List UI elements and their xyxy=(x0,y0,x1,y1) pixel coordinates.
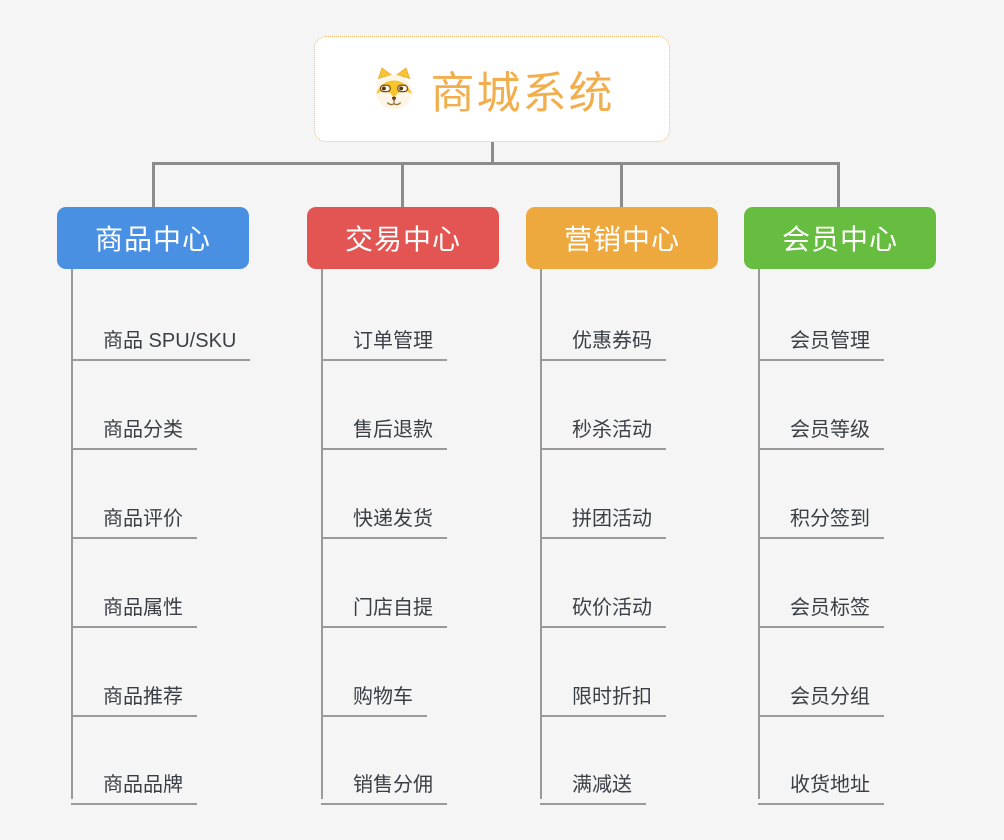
shiba-dog-icon xyxy=(375,67,412,110)
leaf-topic[interactable]: 收货地址 xyxy=(758,759,884,805)
leaf-topic[interactable]: 会员等级 xyxy=(758,404,884,450)
leaf-topic[interactable]: 门店自提 xyxy=(321,582,447,628)
branch-member-center[interactable]: 会员中心 xyxy=(744,207,936,269)
leaf-topic[interactable]: 商品属性 xyxy=(71,582,197,628)
leaf-topic[interactable]: 商品品牌 xyxy=(71,759,197,805)
branch-product-center[interactable]: 商品中心 xyxy=(57,207,249,269)
leaf-topic[interactable]: 满减送 xyxy=(540,759,646,805)
leaf-topic[interactable]: 售后退款 xyxy=(321,404,447,450)
leaf-topic[interactable]: 销售分佣 xyxy=(321,759,447,805)
leaf-topic[interactable]: 会员标签 xyxy=(758,582,884,628)
leaf-topic[interactable]: 会员管理 xyxy=(758,315,884,361)
leaf-topic[interactable]: 优惠券码 xyxy=(540,315,666,361)
leaf-topic[interactable]: 购物车 xyxy=(321,671,427,717)
leaf-topic[interactable]: 秒杀活动 xyxy=(540,404,666,450)
leaf-topic[interactable]: 商品 SPU/SKU xyxy=(71,315,251,361)
leaf-topic[interactable]: 商品分类 xyxy=(71,404,197,450)
connector-drop-2 xyxy=(401,162,404,207)
leaf-topic[interactable]: 限时折扣 xyxy=(540,671,666,717)
branch-trade-center[interactable]: 交易中心 xyxy=(307,207,499,269)
connector-drop-3 xyxy=(620,162,623,207)
connector-drop-1 xyxy=(152,162,155,207)
root-topic[interactable]: 商城系统 xyxy=(314,36,670,142)
branch-marketing-center[interactable]: 营销中心 xyxy=(526,207,718,269)
root-topic-label: 商城系统 xyxy=(430,69,615,118)
leaf-topic[interactable]: 积分签到 xyxy=(758,493,884,539)
trunk-marketing-center xyxy=(540,269,542,799)
connector-bus xyxy=(152,162,840,165)
connector-root-stem xyxy=(491,142,494,162)
trunk-product-center xyxy=(71,269,73,799)
leaf-topic[interactable]: 快递发货 xyxy=(321,493,447,539)
trunk-member-center xyxy=(758,269,760,799)
leaf-topic[interactable]: 拼团活动 xyxy=(540,493,666,539)
trunk-trade-center xyxy=(321,269,323,799)
leaf-topic[interactable]: 会员分组 xyxy=(758,671,884,717)
leaf-topic[interactable]: 商品评价 xyxy=(71,493,197,539)
leaf-topic[interactable]: 砍价活动 xyxy=(540,582,666,628)
leaf-topic[interactable]: 订单管理 xyxy=(321,315,447,361)
leaf-topic[interactable]: 商品推荐 xyxy=(71,671,197,717)
connector-drop-4 xyxy=(837,162,840,207)
